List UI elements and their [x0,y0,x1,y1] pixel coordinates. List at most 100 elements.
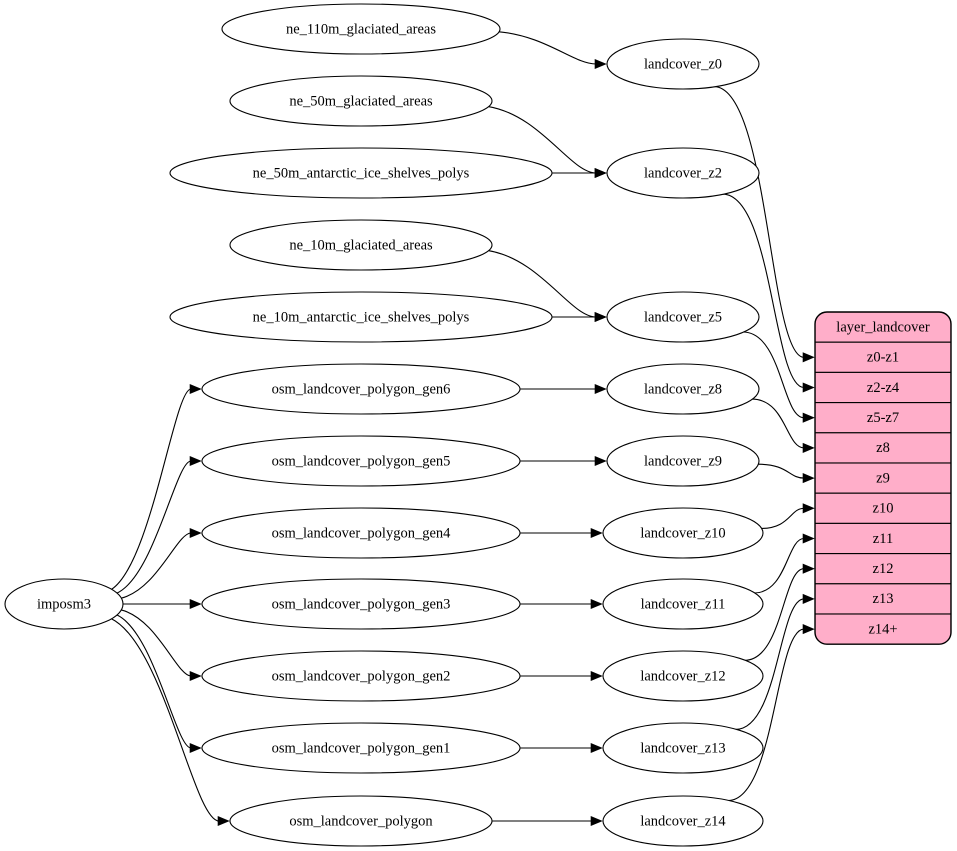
edge-arrowhead [594,58,607,70]
node-ellipse-landcover_z2 [606,147,760,199]
node-landcover_z8[interactable]: landcover_z8 [606,363,760,415]
table-row-label-z11: z11 [873,531,893,547]
node-label-landcover_z9: landcover_z9 [644,453,722,469]
edge-arrowhead [594,455,607,467]
node-label-landcover_z10: landcover_z10 [640,525,725,541]
table-row-cell [815,553,951,585]
node-label-ne_50m_antarctic_ice_shelves_polys: ne_50m_antarctic_ice_shelves_polys [253,165,470,181]
table-row-label-z13: z13 [873,591,894,607]
node-ellipse-osm_landcover_polygon_gen4 [201,507,521,559]
node-ellipse-landcover_z13 [602,722,764,774]
node-label-imposm3: imposm3 [37,596,91,612]
edge-arrowhead [802,352,815,363]
edge-imposm3-to-osm_landcover_polygon_gen6 [111,388,192,590]
edge-arrowhead [590,670,603,682]
edge-arrowhead [594,311,607,323]
node-ne_50m_glaciated_areas[interactable]: ne_50m_glaciated_areas [229,75,493,127]
edge-arrowhead [802,533,815,544]
node-osm_landcover_polygon_gen1[interactable]: osm_landcover_polygon_gen1 [201,722,521,774]
node-ellipse-landcover_z0 [606,38,760,90]
node-ellipse-osm_landcover_polygon_gen6 [201,363,521,415]
node-landcover_z14[interactable]: landcover_z14 [602,795,764,847]
edge-imposm3-to-osm_landcover_polygon_gen2 [120,609,192,677]
edge-arrowhead [802,563,815,574]
node-osm_landcover_polygon_gen6[interactable]: osm_landcover_polygon_gen6 [201,363,521,415]
node-ellipse-osm_landcover_polygon_gen1 [201,722,521,774]
node-landcover_z0[interactable]: landcover_z0 [606,38,760,90]
edge-imposm3-to-osm_landcover_polygon [110,618,220,822]
edge-arrowhead [802,473,815,484]
node-ne_50m_antarctic_ice_shelves_polys[interactable]: ne_50m_antarctic_ice_shelves_polys [169,147,553,199]
node-ellipse-osm_landcover_polygon_gen3 [201,578,521,630]
node-landcover_z13[interactable]: landcover_z13 [602,722,764,774]
node-imposm3[interactable]: imposm3 [4,578,124,630]
edge-arrowhead [802,593,815,604]
node-ne_10m_antarctic_ice_shelves_polys[interactable]: ne_10m_antarctic_ice_shelves_polys [169,291,553,343]
node-ellipse-ne_50m_antarctic_ice_shelves_polys [169,147,553,199]
node-osm_landcover_polygon_gen5[interactable]: osm_landcover_polygon_gen5 [201,435,521,487]
node-ellipse-landcover_z12 [602,650,764,702]
node-ellipse-ne_50m_glaciated_areas [229,75,493,127]
edge-arrowhead [590,742,603,754]
node-label-osm_landcover_polygon_gen3: osm_landcover_polygon_gen3 [272,596,451,612]
table-row-label-z9: z9 [876,470,890,486]
edge-arrowhead [189,383,202,395]
table-row-cell [815,402,951,434]
edge-landcover_z2-to-z2-z4 [722,193,805,389]
node-ne_10m_glaciated_areas[interactable]: ne_10m_glaciated_areas [229,219,493,271]
table-row-label-z10: z10 [873,501,894,517]
node-layer: imposm3 ne_110m_glaciated_areas ne_50m_gla… [4,3,764,847]
edge-landcover_z8-to-z8 [751,398,805,449]
node-osm_landcover_polygon_gen4[interactable]: osm_landcover_polygon_gen4 [201,507,521,559]
node-landcover_z11[interactable]: landcover_z11 [602,578,764,630]
edge-arrowhead [189,527,202,539]
node-label-osm_landcover_polygon_gen5: osm_landcover_polygon_gen5 [272,453,451,469]
node-ellipse-imposm3 [4,578,124,630]
node-landcover_z2[interactable]: landcover_z2 [606,147,760,199]
edge-arrowhead [189,742,202,754]
node-ne_110m_glaciated_areas[interactable]: ne_110m_glaciated_areas [221,3,501,55]
node-osm_landcover_polygon[interactable]: osm_landcover_polygon [229,795,493,847]
edge-ne_50m_glaciated_areas-to-landcover_z2 [487,105,597,174]
node-label-landcover_z2: landcover_z2 [644,165,722,181]
edge-arrowhead [189,598,202,610]
table-header-label: layer_landcover [836,319,930,335]
edge-arrowhead [189,670,202,682]
node-landcover_z9[interactable]: landcover_z9 [606,435,760,487]
node-landcover_z12[interactable]: landcover_z12 [602,650,764,702]
table-row-cell [815,492,951,524]
table-row-label-z14+: z14+ [868,621,897,637]
node-ellipse-osm_landcover_polygon_gen5 [201,435,521,487]
edge-landcover_z14-to-z14+ [727,628,805,802]
node-label-landcover_z12: landcover_z12 [640,668,725,684]
node-landcover_z10[interactable]: landcover_z10 [602,507,764,559]
table-row-cell [815,341,951,373]
node-ellipse-landcover_z11 [602,578,764,630]
edge-imposm3-to-osm_landcover_polygon_gen1 [116,614,192,749]
node-ellipse-ne_10m_glaciated_areas [229,219,493,271]
node-label-osm_landcover_polygon: osm_landcover_polygon [289,813,433,829]
edge-landcover_z13-to-z13 [735,598,805,731]
node-landcover_z5[interactable]: landcover_z5 [606,291,760,343]
edge-ne_110m_glaciated_areas-to-landcover_z0 [497,31,597,65]
node-label-landcover_z14: landcover_z14 [640,813,726,829]
edge-arrowhead [590,598,603,610]
node-ellipse-landcover_z14 [602,795,764,847]
node-label-ne_10m_glaciated_areas: ne_10m_glaciated_areas [289,237,433,253]
node-ellipse-landcover_z10 [602,507,764,559]
edge-imposm3-to-osm_landcover_polygon_gen5 [116,460,192,594]
table-row-label-z8: z8 [876,440,890,456]
table-row-cell [815,371,951,404]
node-label-osm_landcover_polygon_gen1: osm_landcover_polygon_gen1 [272,740,451,756]
edge-ne_10m_glaciated_areas-to-landcover_z5 [487,249,597,318]
edge-landcover_z5-to-z5-z7 [742,331,805,419]
table-row-label-z5-z7: z5-z7 [867,410,899,426]
edge-landcover_z12-to-z12 [744,568,805,661]
node-osm_landcover_polygon_gen3[interactable]: osm_landcover_polygon_gen3 [201,578,521,630]
node-label-ne_110m_glaciated_areas: ne_110m_glaciated_areas [286,21,436,37]
node-label-landcover_z5: landcover_z5 [644,309,722,325]
edge-landcover_z0-to-z0-z1 [713,86,805,358]
node-osm_landcover_polygon_gen2[interactable]: osm_landcover_polygon_gen2 [201,650,521,702]
table-row-cell [815,522,951,555]
